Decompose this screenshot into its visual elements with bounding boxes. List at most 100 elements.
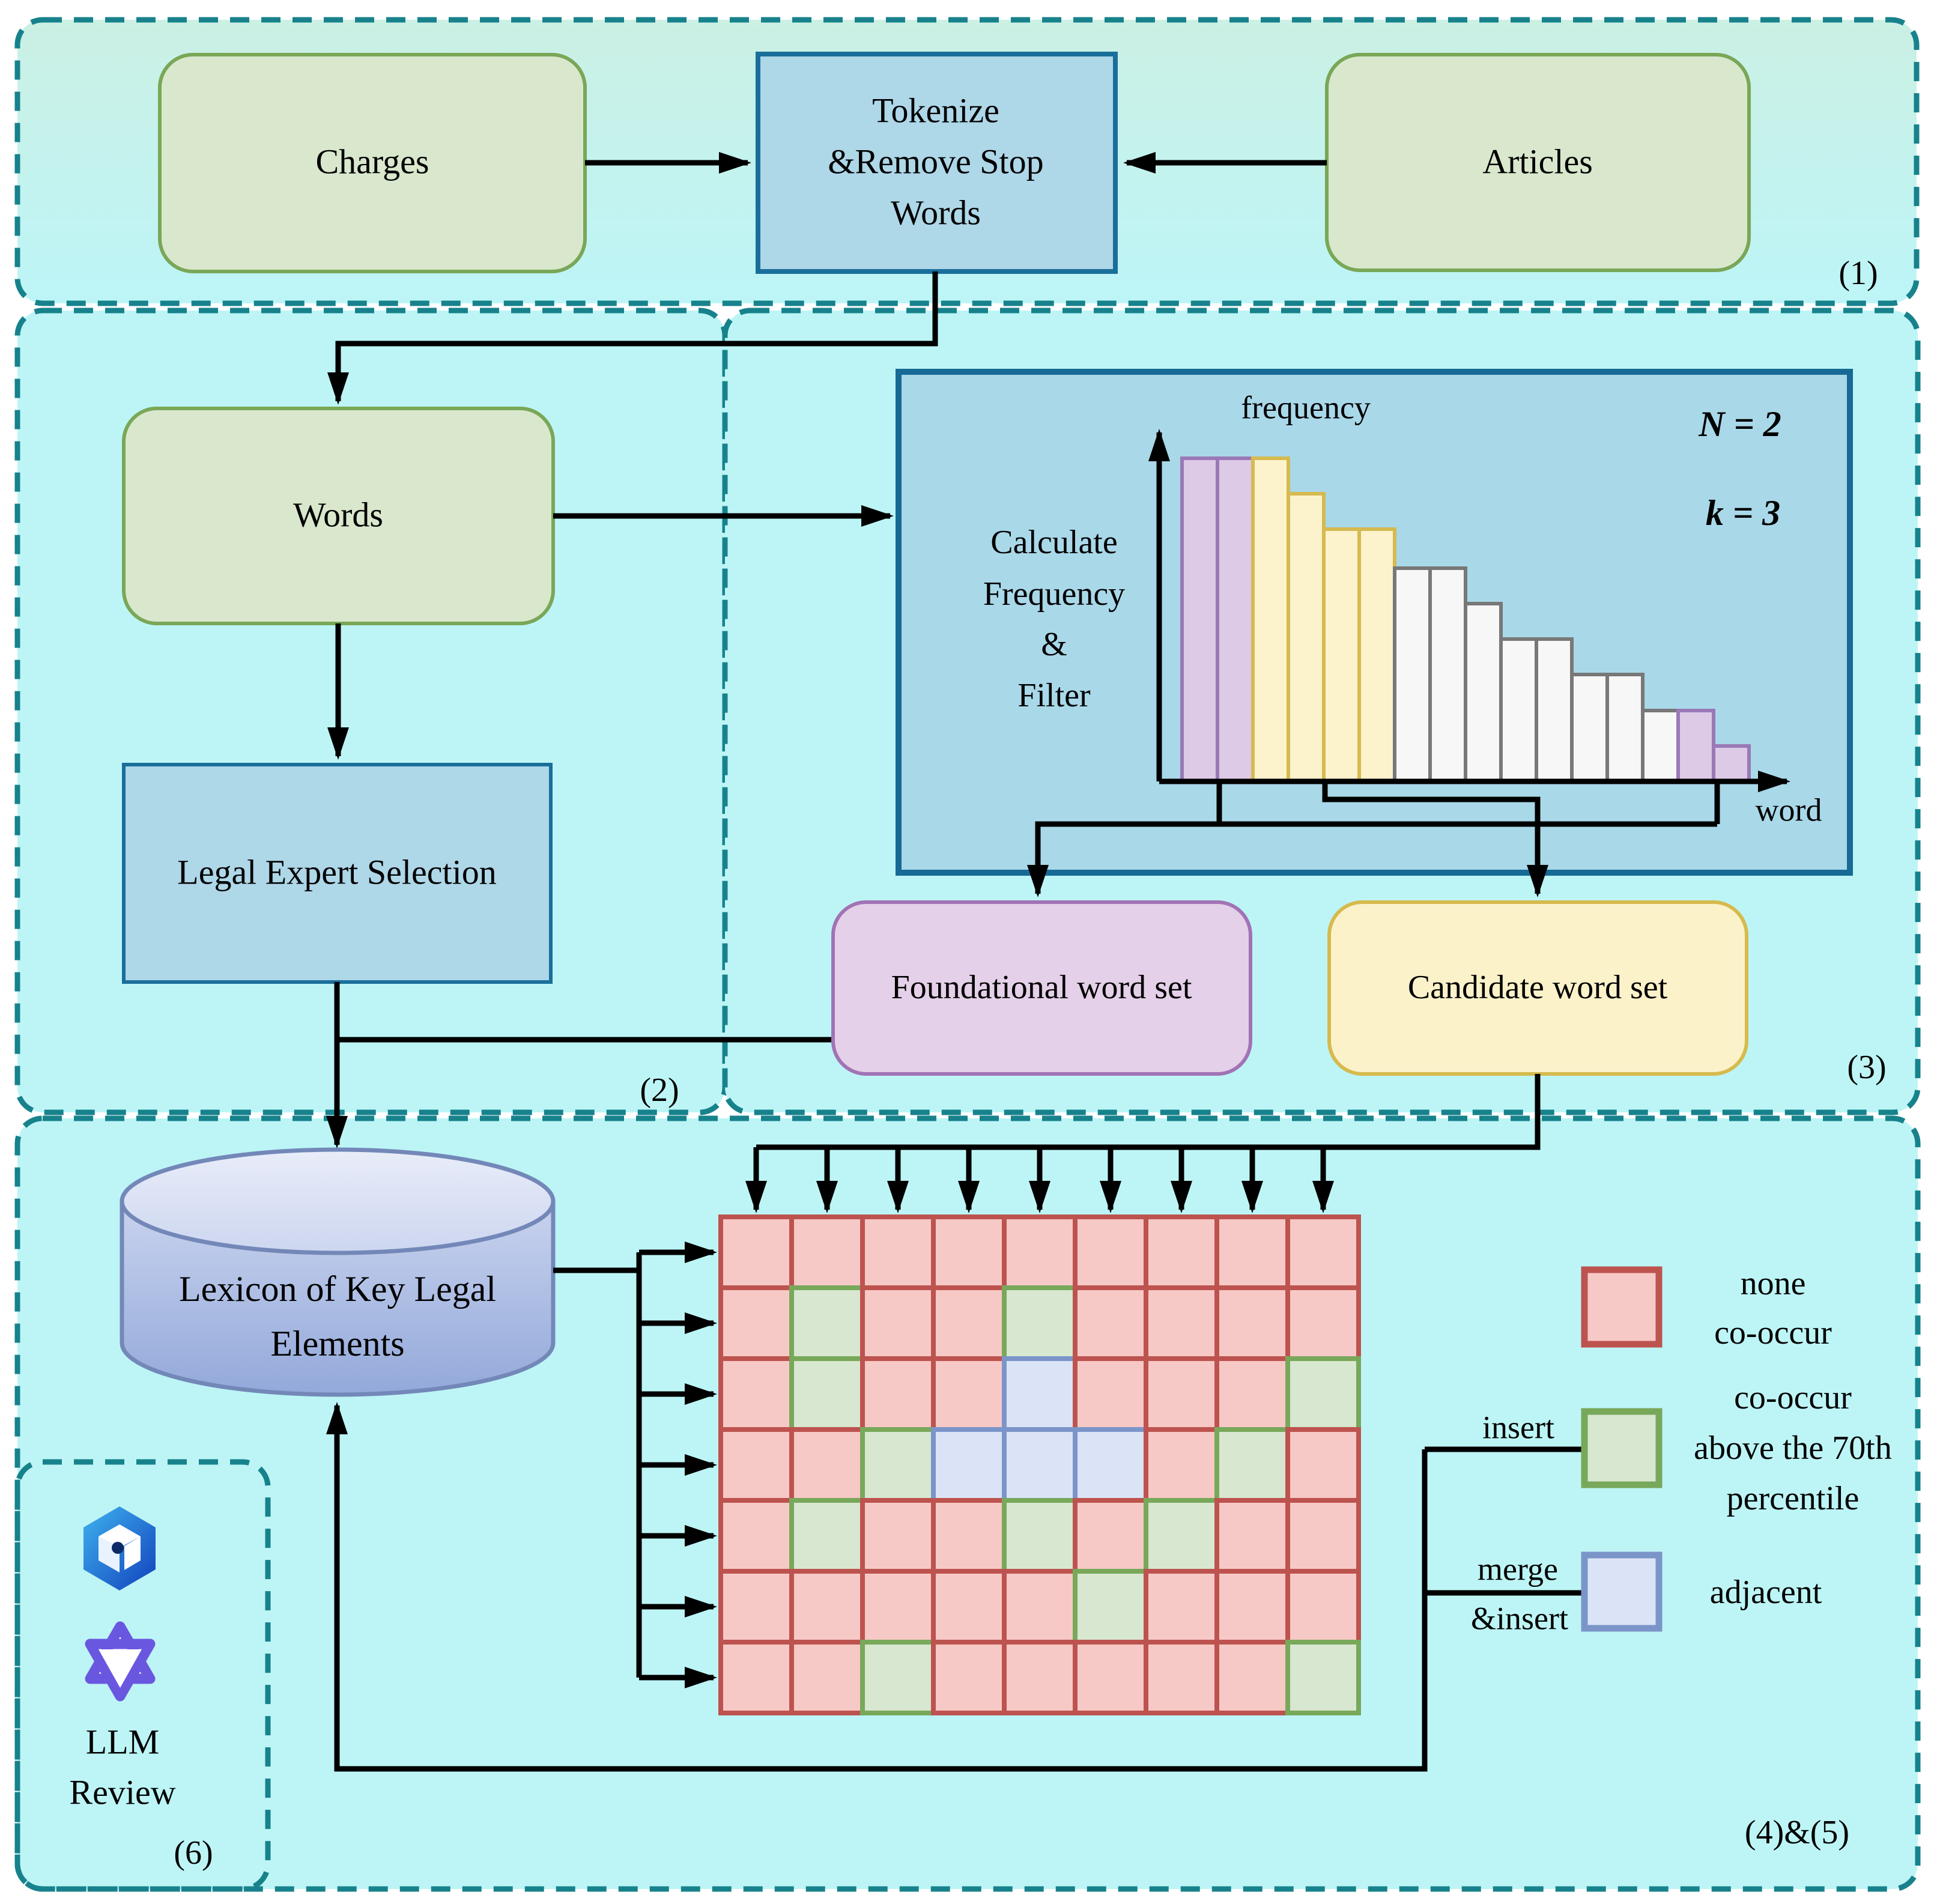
calc-label-line1: Calculate xyxy=(990,524,1117,561)
chart-bar-3 xyxy=(1251,456,1290,783)
matrix-cell-r5c8 xyxy=(1214,1498,1290,1574)
matrix-cell-r7c5 xyxy=(1002,1640,1078,1715)
matrix-cell-r5c2 xyxy=(789,1498,865,1574)
legend-cooccur-line1: co-occur xyxy=(1734,1379,1852,1416)
matrix-cell-r2c1 xyxy=(718,1285,794,1361)
matrix-cell-r4c3 xyxy=(860,1427,936,1503)
connectors xyxy=(326,152,1720,1772)
chart-bar-9 xyxy=(1464,602,1503,783)
frequency-bar-chart xyxy=(1148,429,1790,792)
section-6-number: (6) xyxy=(174,1834,213,1872)
matrix-cell-r1c5 xyxy=(1002,1214,1078,1290)
matrix-cell-r6c5 xyxy=(1002,1569,1078,1645)
chart-xlabel: word xyxy=(1756,792,1822,828)
matrix-cell-r7c1 xyxy=(718,1640,794,1715)
matrix-cell-r1c9 xyxy=(1285,1214,1361,1290)
arrow-chart-to-foundational xyxy=(1027,821,1717,897)
chart-annotation-n: N = 2 xyxy=(1698,404,1781,444)
matrix-cell-r3c6 xyxy=(1073,1356,1148,1432)
candidate-word-set-label: Candidate word set xyxy=(1408,969,1668,1006)
matrix-cell-r6c8 xyxy=(1214,1569,1290,1645)
arrow-feedback-to-lexicon xyxy=(326,1402,1428,1772)
matrix-cell-r5c6 xyxy=(1073,1498,1148,1574)
calc-label-line4: Filter xyxy=(1017,677,1091,714)
matrix-cell-r1c3 xyxy=(860,1214,936,1290)
lexicon-label-line1: Lexicon of Key Legal xyxy=(179,1269,496,1309)
matrix-cell-r7c4 xyxy=(931,1640,1007,1715)
matrix-cell-r6c1 xyxy=(718,1569,794,1645)
legend-none-line1: none xyxy=(1741,1265,1806,1302)
matrix-cell-r5c5 xyxy=(1002,1498,1078,1574)
matrix-cell-r6c2 xyxy=(789,1569,865,1645)
chart-bar-11 xyxy=(1535,637,1574,783)
matrix-cell-r4c8 xyxy=(1214,1427,1290,1503)
matrix-cell-r7c9 xyxy=(1285,1640,1361,1715)
chart-ylabel: frequency xyxy=(1241,389,1371,425)
matrix-row-arrows xyxy=(639,1242,717,1688)
cooccurrence-matrix xyxy=(718,1214,1361,1715)
lexicon-cylinder xyxy=(120,1147,556,1397)
chart-bar-7 xyxy=(1393,566,1432,783)
matrix-cell-r4c5 xyxy=(1002,1427,1078,1503)
matrix-cell-r3c1 xyxy=(718,1356,794,1432)
chart-bar-1 xyxy=(1180,456,1219,783)
merge-action-label-line1: merge xyxy=(1478,1551,1558,1587)
legend-adjacent-label: adjacent xyxy=(1710,1574,1822,1611)
matrix-cell-r3c7 xyxy=(1144,1356,1219,1432)
chart-bar-15 xyxy=(1676,709,1715,783)
matrix-cell-r2c8 xyxy=(1214,1285,1290,1361)
chart-annotation-k: k = 3 xyxy=(1706,493,1780,533)
matrix-cell-r2c3 xyxy=(860,1285,936,1361)
matrix-cell-r5c1 xyxy=(718,1498,794,1574)
matrix-cell-r3c2 xyxy=(789,1356,865,1432)
articles-label: Articles xyxy=(1482,142,1593,181)
matrix-cell-r1c4 xyxy=(931,1214,1007,1290)
legend-swatch-cooccur-70th xyxy=(1581,1408,1663,1488)
section-3-number: (3) xyxy=(1847,1049,1886,1086)
chart-bar-12 xyxy=(1570,673,1609,783)
chart-bar-4 xyxy=(1287,492,1326,783)
matrix-cell-r1c7 xyxy=(1144,1214,1219,1290)
chart-bar-13 xyxy=(1605,673,1645,783)
matrix-cell-r1c6 xyxy=(1073,1214,1148,1290)
matrix-cell-r7c6 xyxy=(1073,1640,1148,1715)
matrix-cell-r3c4 xyxy=(931,1356,1007,1432)
lexicon-label-line2: Elements xyxy=(270,1324,404,1363)
legend-none-line2: co-occur xyxy=(1714,1314,1832,1351)
matrix-cell-r3c8 xyxy=(1214,1356,1290,1432)
matrix-cell-r1c1 xyxy=(718,1214,794,1290)
arrow-chart-to-candidate xyxy=(1322,781,1548,897)
matrix-cell-r5c3 xyxy=(860,1498,936,1574)
matrix-column-arrows xyxy=(745,1147,1334,1213)
section-1-number: (1) xyxy=(1839,255,1878,292)
matrix-cell-r4c9 xyxy=(1285,1427,1361,1503)
matrix-cell-r6c6 xyxy=(1073,1569,1148,1645)
tokenize-label-line1: Tokenize xyxy=(872,91,999,130)
legend-cooccur-line3: percentile xyxy=(1727,1480,1860,1517)
llm-review-label-line2: Review xyxy=(69,1772,175,1812)
legend-cooccur-line2: above the 70th xyxy=(1694,1430,1892,1467)
chart-bar-14 xyxy=(1641,709,1680,783)
calc-label-line2: Frequency xyxy=(983,575,1125,613)
matrix-cell-r3c9 xyxy=(1285,1356,1361,1432)
tokenize-box xyxy=(756,52,1118,274)
connector-candidate-to-matrix-rail xyxy=(756,1074,1541,1150)
insert-action-label: insert xyxy=(1482,1409,1554,1445)
foundational-word-set-label: Foundational word set xyxy=(891,969,1192,1006)
tokenize-label-line2: &Remove Stop xyxy=(828,142,1043,181)
matrix-cell-r7c7 xyxy=(1144,1640,1219,1715)
tokenize-label-line3: Words xyxy=(891,193,981,232)
matrix-cell-r6c7 xyxy=(1144,1569,1219,1645)
arrow-tokenize-to-words xyxy=(327,271,938,405)
chart-bar-5 xyxy=(1322,527,1361,783)
foundational-word-set-box xyxy=(831,900,1252,1076)
matrix-cell-r2c7 xyxy=(1144,1285,1219,1361)
section-4-5-number: (4)&(5) xyxy=(1745,1814,1849,1851)
llm-hexagon-cube-icon xyxy=(83,1506,156,1590)
legend-swatch-none-cooccur xyxy=(1581,1266,1663,1348)
matrix-cell-r3c3 xyxy=(860,1356,936,1432)
chart-bar-6 xyxy=(1357,527,1396,783)
chart-bar-8 xyxy=(1428,566,1467,783)
matrix-cell-r4c1 xyxy=(718,1427,794,1503)
